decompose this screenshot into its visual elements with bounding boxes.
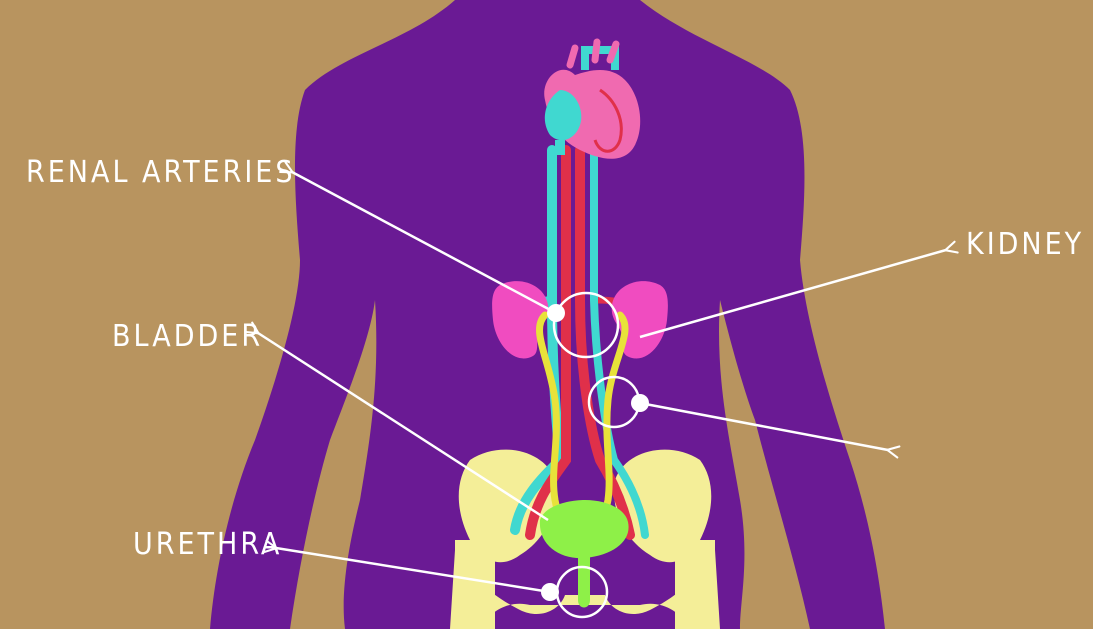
circle-marker-icon — [541, 583, 559, 601]
heart — [544, 38, 641, 159]
urethra-arrow — [263, 539, 551, 594]
bladder — [539, 500, 629, 608]
bladder-label: BLADDER — [112, 319, 264, 354]
vessel-arrow — [639, 401, 901, 459]
annotation-arrows — [245, 161, 959, 594]
renal-arteries-arrow — [279, 161, 557, 315]
renal-arteries-label: RENAL ARTERIES — [26, 155, 296, 190]
renal-artery-highlight — [552, 291, 620, 359]
circle-marker-icon — [631, 394, 649, 412]
kidney-arrow — [639, 240, 959, 339]
bladder-arrow — [245, 321, 549, 522]
urethra-label: URETHRA — [133, 527, 283, 562]
marker-dots — [541, 304, 649, 601]
kidney-label: KIDNEY — [966, 227, 1085, 262]
circle-marker-icon — [547, 304, 565, 322]
